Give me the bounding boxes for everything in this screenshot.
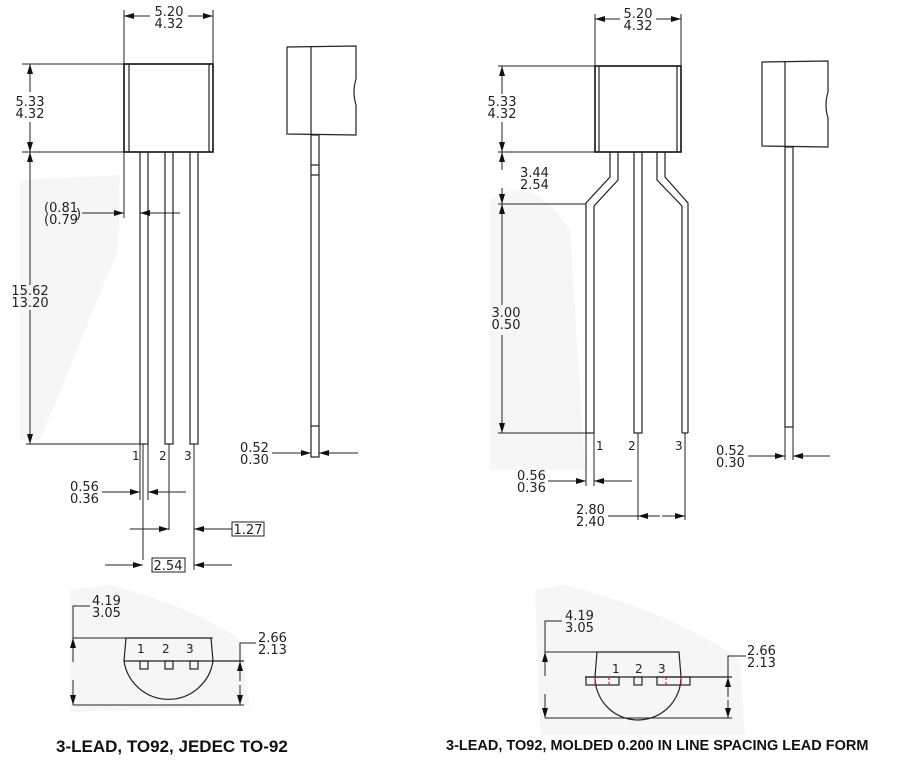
svg-text:3.05: 3.05 [565, 621, 594, 636]
svg-text:0.30: 0.30 [716, 456, 745, 471]
svg-text:(0.79: (0.79 [44, 213, 78, 228]
svg-text:2: 2 [162, 642, 170, 656]
svg-text:4.19: 4.19 [565, 609, 594, 624]
pin-label: 3 [184, 449, 192, 463]
svg-text:2.54: 2.54 [154, 559, 183, 574]
left-lead-offset-dim: (0.81 (0.79 ) [44, 152, 180, 228]
right-bend-height-dim: 3.44 2.54 [498, 152, 586, 205]
svg-text:4.19: 4.19 [92, 594, 121, 609]
svg-text:0.30: 0.30 [240, 453, 269, 468]
svg-text:3: 3 [658, 662, 666, 676]
background-shape [535, 585, 745, 735]
pin-label: 1 [596, 439, 604, 453]
svg-text:5.20: 5.20 [624, 7, 653, 22]
pin-label: 1 [132, 449, 140, 463]
svg-text:3.05: 3.05 [92, 606, 121, 621]
pin-label: 2 [628, 439, 636, 453]
svg-text:3.00: 3.00 [492, 306, 521, 321]
left-flat-to-base-dim: 2.66 2.13 [237, 631, 287, 705]
pin-label: 3 [675, 439, 683, 453]
right-body-height-dim: 5.33 4.32 [488, 65, 595, 153]
svg-text:13.20: 13.20 [11, 296, 48, 311]
svg-text:3: 3 [186, 642, 194, 656]
svg-text:5.20: 5.20 [155, 5, 184, 20]
svg-text:5.33: 5.33 [16, 95, 45, 110]
right-flat-to-base-dim: 2.66 2.13 [725, 644, 776, 718]
left-full-pitch-dim: 2.54 [105, 557, 232, 574]
svg-text:2.40: 2.40 [576, 515, 605, 530]
svg-text:3.44: 3.44 [520, 166, 549, 181]
svg-text:0.52: 0.52 [240, 441, 269, 456]
svg-text:0.50: 0.50 [492, 318, 521, 333]
svg-text:0.36: 0.36 [70, 492, 99, 507]
left-side-view [286, 45, 357, 458]
svg-text:0.52: 0.52 [716, 444, 745, 459]
left-lead-thickness-dim: 0.52 0.30 [240, 441, 358, 468]
svg-text:0.56: 0.56 [517, 469, 546, 484]
svg-text:(0.81: (0.81 [44, 201, 78, 216]
svg-text:2.54: 2.54 [520, 178, 549, 193]
svg-text:1: 1 [612, 662, 620, 676]
right-lead-thickness-dim: 0.52 0.30 [716, 444, 830, 471]
left-package-caption: 3-LEAD, TO92, JEDEC TO-92 [56, 737, 288, 756]
svg-text:5.33: 5.33 [488, 95, 517, 110]
left-lead-width-dim: 0.56 0.36 [70, 444, 186, 507]
svg-text:4.32: 4.32 [488, 107, 517, 122]
right-lead-width-dim: 0.56 0.36 [517, 469, 632, 496]
svg-text:15.62: 15.62 [11, 284, 48, 299]
left-body-height-dim: 5.33 4.32 [16, 63, 124, 153]
svg-text:1.27: 1.27 [234, 523, 263, 538]
right-bottom-view: 1 2 3 [545, 651, 732, 721]
left-lead-length-dim: 15.62 13.20 [11, 152, 148, 445]
right-lead-length-dim: 3.00 0.50 [492, 204, 586, 434]
background-shape [490, 190, 585, 470]
svg-text:4.32: 4.32 [624, 19, 653, 34]
pin-label: 2 [159, 449, 167, 463]
right-overall-depth-dim: 4.19 3.05 [542, 609, 594, 718]
svg-text:2.66: 2.66 [747, 644, 776, 659]
left-body-width-dim: 5.20 4.32 [123, 5, 214, 64]
right-body-width-dim: 5.20 4.32 [594, 7, 682, 66]
svg-text:): ) [76, 207, 81, 222]
right-lead-spacing-dim: 2.80 2.40 [576, 503, 685, 530]
right-package-caption: 3-LEAD, TO92, MOLDED 0.200 IN LINE SPACI… [446, 738, 869, 754]
left-bottom-view: 1 2 3 [73, 637, 244, 706]
svg-text:4.32: 4.32 [16, 107, 45, 122]
svg-text:2: 2 [635, 662, 643, 676]
left-front-view [123, 63, 214, 570]
svg-text:1: 1 [137, 642, 145, 656]
svg-text:0.36: 0.36 [517, 481, 546, 496]
svg-text:2.66: 2.66 [258, 631, 287, 646]
svg-text:4.32: 4.32 [155, 17, 184, 32]
svg-text:0.56: 0.56 [70, 480, 99, 495]
left-half-pitch-dim: 1.27 [130, 521, 265, 538]
svg-text:2.13: 2.13 [747, 656, 776, 671]
svg-text:2.80: 2.80 [576, 503, 605, 518]
svg-text:2.13: 2.13 [258, 643, 287, 658]
left-overall-depth-dim: 4.19 3.05 [70, 594, 121, 705]
right-front-view [585, 65, 689, 520]
background-shape [20, 175, 120, 440]
right-side-view [761, 60, 829, 460]
